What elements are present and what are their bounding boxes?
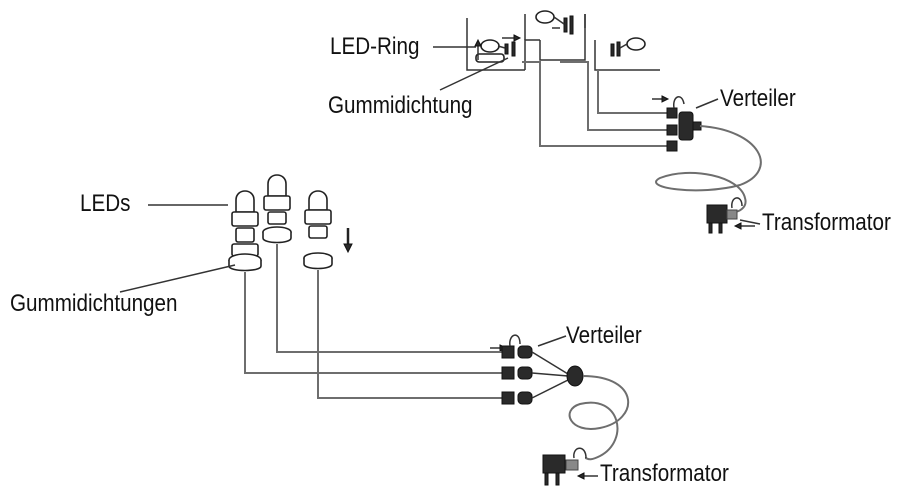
led-bulb-icon <box>231 190 259 257</box>
label-leds: LEDs <box>80 190 131 217</box>
rubber-seal-icon <box>228 226 333 272</box>
label-transformator-bottom: Transformator <box>600 460 729 487</box>
label-gummidichtungen: Gummidichtungen <box>10 290 178 317</box>
top-assembly <box>433 10 762 234</box>
rubber-seal-icon <box>475 53 505 63</box>
arrow-icon <box>474 27 670 103</box>
top-wires <box>522 61 667 147</box>
distributor-icon <box>501 334 584 405</box>
bottom-assembly <box>119 174 629 486</box>
distributor-icon <box>666 96 702 152</box>
bottom-wires <box>244 244 502 399</box>
arrow-icon <box>343 228 508 352</box>
ring-housing <box>466 14 660 71</box>
led-bulb-icon <box>304 190 332 239</box>
led-bulb-icon <box>263 174 291 225</box>
label-verteiler-top: Verteiler <box>720 85 796 112</box>
transformer-icon <box>542 447 598 486</box>
label-verteiler-bottom: Verteiler <box>566 322 642 349</box>
led-bulb-icon <box>480 10 646 57</box>
transformer-icon <box>706 197 755 234</box>
label-gummidichtung: Gummidichtung <box>328 92 473 119</box>
label-led-ring: LED-Ring <box>330 33 420 60</box>
label-transformator-top: Transformator <box>762 209 891 236</box>
